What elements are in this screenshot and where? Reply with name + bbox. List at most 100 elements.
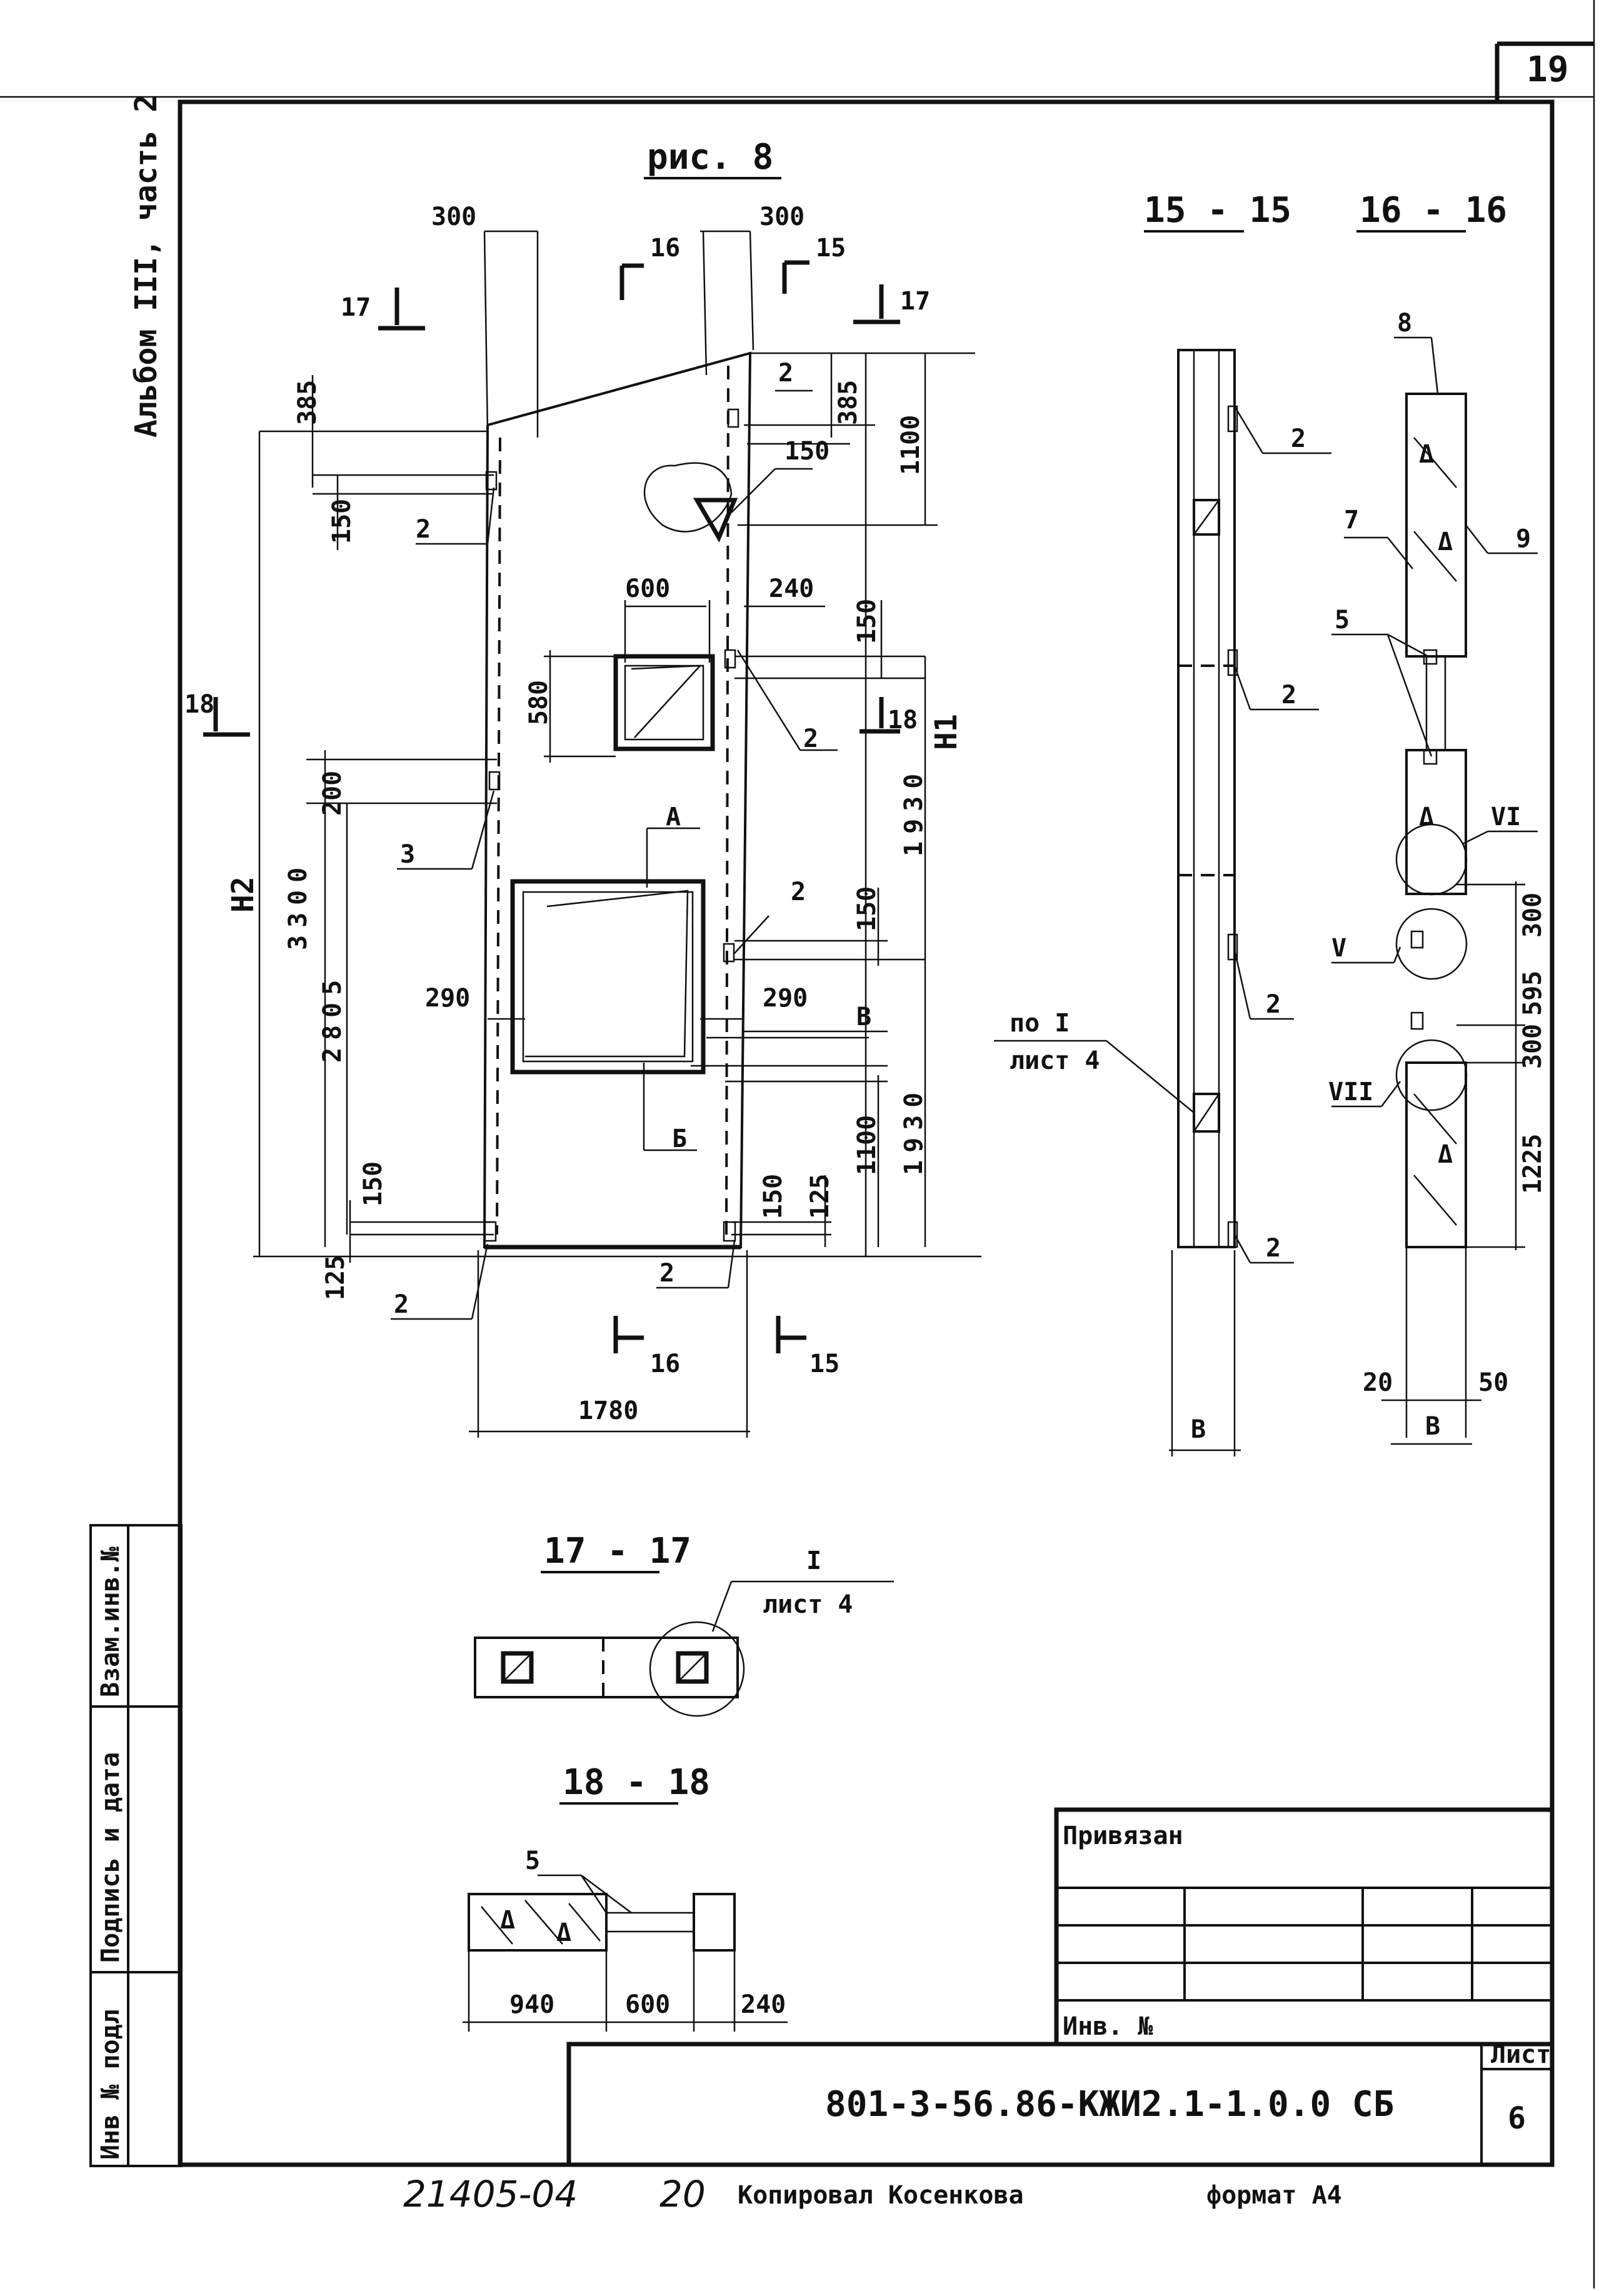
svg-text:Δ: Δ: [500, 1906, 515, 1935]
callout-label: 2: [1266, 990, 1281, 1019]
stamp-signature-date: Подпись и дата: [96, 1752, 125, 1963]
figure-title: рис. 8: [647, 137, 773, 178]
callout-label: VI: [1491, 803, 1521, 831]
ref-label: I: [806, 1547, 821, 1575]
ref-label: по I: [1010, 1009, 1070, 1038]
ref-label: лист 4: [1010, 1046, 1100, 1075]
h1-label: H1: [929, 714, 964, 750]
callout-label: 2: [394, 1290, 409, 1319]
footer-format: формат А4: [1206, 2181, 1342, 2210]
title-sheet-label: Лист: [1491, 2040, 1551, 2069]
dim-label: 20: [1363, 1368, 1393, 1397]
section-16-drawing: Δ Δ Δ Δ: [1331, 336, 1538, 1445]
opening-mark: А: [666, 803, 681, 831]
dim-label: 600: [625, 574, 670, 603]
callout-label: 2: [791, 878, 806, 906]
title-bound: Привязан: [1063, 1822, 1183, 1850]
dim-label: 1225: [1518, 1134, 1547, 1194]
callout-label: 5: [1335, 606, 1350, 634]
stamp-original-inv: Инв № подл: [96, 2009, 125, 2160]
dim-label: 1930: [900, 766, 928, 856]
dim-label: 240: [741, 1990, 786, 2019]
section-mark: 15: [809, 1350, 840, 1378]
title-block: [566, 1807, 1555, 2167]
side-stamp: [89, 1524, 183, 2167]
dim-label: 150: [328, 499, 356, 544]
dim-label: 125: [806, 1174, 835, 1219]
callout-label: VII: [1328, 1078, 1373, 1106]
callout-label: 2: [803, 724, 818, 753]
dim-label: 1930: [900, 1085, 928, 1175]
section-mark: 16: [650, 1350, 680, 1378]
section-15-labels: 2 2 2 2 по I лист 4 B: [1010, 424, 1306, 1444]
width-label: B: [1191, 1415, 1206, 1444]
opening-mark: В: [856, 1003, 871, 1031]
section-18-title: 18 - 18: [563, 1762, 710, 1803]
callout-label: 2: [1266, 1234, 1281, 1263]
section-16-labels: 8 7 9 5 VI V VII 300 595 300 1225 20 50 …: [1328, 309, 1547, 1441]
section-18-drawing: Δ Δ: [463, 1874, 788, 2032]
svg-text:Δ: Δ: [1438, 1140, 1453, 1169]
main-view-labels: 300 300 385 385 150 1100 150 600 240 150…: [184, 203, 964, 1425]
dim-label: 50: [1478, 1368, 1508, 1397]
svg-text:Δ: Δ: [1419, 440, 1434, 469]
dim-label: 150: [784, 437, 830, 466]
dim-label: 200: [318, 771, 347, 816]
album-label: Альбом III, часть 2: [129, 94, 164, 438]
callout-label: 2: [416, 515, 431, 544]
callout-label: 5: [525, 1847, 540, 1875]
dim-label: 300: [1518, 1024, 1547, 1069]
dim-label: 940: [509, 1990, 554, 2019]
callout-label: 2: [1281, 681, 1296, 709]
opening-mark: Б: [672, 1125, 687, 1153]
dim-label: 300: [431, 203, 476, 231]
section-mark: 17: [341, 293, 371, 322]
section-mark: 18: [184, 690, 214, 719]
dim-label: 150: [853, 886, 881, 931]
section-mark: 18: [888, 706, 918, 734]
dim-label: 150: [759, 1174, 788, 1219]
width-label: B: [1425, 1412, 1440, 1441]
section-mark: 15: [816, 234, 846, 263]
dim-label: 1100: [896, 415, 925, 475]
dim-label: 580: [524, 680, 553, 725]
dim-label: 300: [1518, 893, 1547, 938]
section-17-drawing: [474, 1580, 894, 1717]
h2-label: H2: [226, 876, 261, 913]
section-mark: 17: [900, 287, 930, 316]
main-panel-view: [483, 351, 752, 1250]
callout-label: V: [1331, 934, 1346, 963]
section-16-title: 16 - 16: [1360, 190, 1507, 231]
dim-label: 240: [769, 574, 814, 603]
svg-text:Δ: Δ: [556, 1918, 571, 1947]
dim-label: 2805: [318, 973, 347, 1063]
svg-text:Δ: Δ: [1419, 803, 1434, 831]
callout-label: 2: [659, 1259, 674, 1288]
dim-label: 150: [853, 599, 881, 644]
section-15-title: 15 - 15: [1144, 190, 1291, 231]
dim-label: 150: [359, 1161, 388, 1206]
title-sheet-value: 6: [1508, 2101, 1526, 2136]
dim-label: 3300: [284, 860, 313, 950]
svg-text:Δ: Δ: [1438, 528, 1453, 556]
dim-label: 595: [1518, 971, 1547, 1016]
callout-label: 3: [400, 840, 415, 869]
dim-label: 385: [293, 380, 322, 425]
dim-label: 385: [834, 380, 863, 425]
dim-label: 600: [625, 1990, 670, 2019]
dim-label: 300: [759, 203, 804, 231]
section-mark: 16: [650, 234, 680, 263]
main-dimension-lines: [253, 230, 981, 1438]
footer-copied-by: Копировал Косенкова: [738, 2181, 1024, 2210]
callout-label: 9: [1516, 524, 1531, 553]
section-15-drawing: [994, 349, 1331, 1456]
callout-label: 8: [1397, 309, 1412, 338]
dim-label: 290: [425, 984, 470, 1013]
footer-copy-no: 20: [659, 2173, 706, 2215]
callout-label: 2: [778, 359, 793, 388]
document-code: 801-3-56.86-КЖИ2.1-1.0.0 СБ: [825, 2084, 1394, 2125]
title-inv-no: Инв. №: [1063, 2012, 1153, 2041]
dim-label: 1780: [578, 1396, 638, 1425]
